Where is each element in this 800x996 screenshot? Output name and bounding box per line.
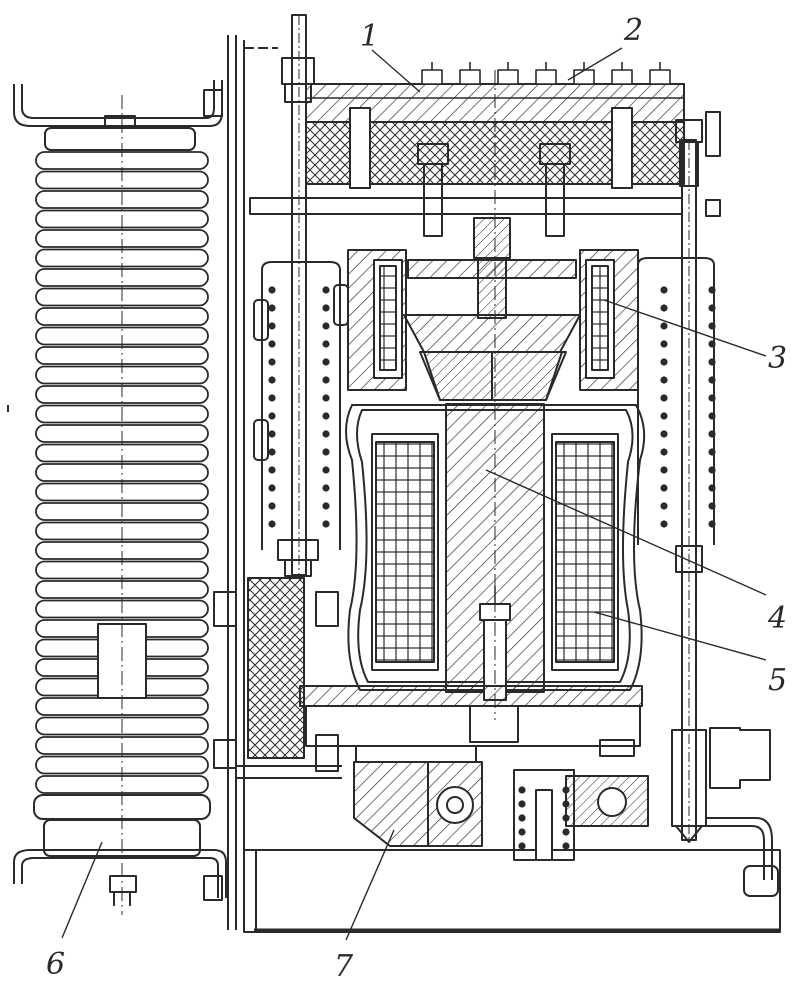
spring-coil-dot (660, 466, 668, 474)
spring-coil-dot (518, 814, 526, 822)
spring-coil-dot (660, 484, 668, 492)
spring-coil-dot (268, 286, 276, 294)
spring-coil-dot (322, 340, 330, 348)
top-bolt-head (573, 69, 595, 85)
spring-coil-dot (268, 502, 276, 510)
left-guide-rod-with-spring (253, 14, 349, 577)
spring-coil-dot (268, 358, 276, 366)
spring-coil-dot (660, 376, 668, 384)
spring-coil-dot (268, 520, 276, 528)
spring-coil-dot (322, 304, 330, 312)
frame-plates (203, 35, 781, 933)
spring-coil-dot (660, 430, 668, 438)
top-bolt-head (421, 69, 443, 85)
callout-7: 7 (334, 949, 354, 984)
spring-coil-dot (322, 484, 330, 492)
spring-coil-dot (322, 448, 330, 456)
spring-coil-dot (322, 430, 330, 438)
spring-coil-dot (518, 800, 526, 808)
spring-coil-dot (708, 322, 716, 330)
spring-coil-dot (660, 322, 668, 330)
spring-coil-dot (660, 520, 668, 528)
callout-5: 5 (768, 663, 788, 698)
spring-coil-dot (518, 828, 526, 836)
top-bolt-head (459, 69, 481, 85)
spring-coil-dot (268, 376, 276, 384)
top-bolt-head (497, 69, 519, 85)
spring-coil-dot (322, 322, 330, 330)
spring-coil-dot (660, 358, 668, 366)
spring-coil-dot (660, 448, 668, 456)
top-bolt-head (535, 69, 557, 85)
spring-coil-dot (708, 430, 716, 438)
spring-coil-dot (268, 448, 276, 456)
latch-mechanism-7 (353, 727, 779, 897)
spring-coil-dot (660, 394, 668, 402)
spring-coil-dot (268, 466, 276, 474)
spring-coil-dot (708, 340, 716, 348)
spring-coil-dot (322, 394, 330, 402)
armature-assembly (347, 143, 639, 401)
spring-coil-dot (660, 412, 668, 420)
top-bolt-head (611, 69, 633, 85)
spring-coil-dot (708, 484, 716, 492)
spring-coil-dot (322, 466, 330, 474)
top-yoke (249, 62, 685, 215)
spring-coil-dot (708, 520, 716, 528)
spring-coil-dot (268, 304, 276, 312)
callout-3: 3 (768, 341, 788, 376)
spring-coil-dot (562, 828, 570, 836)
corrugated-insulator-6 (7, 80, 227, 915)
callout-leader-lines (61, 47, 767, 941)
spring-coil-dot (660, 340, 668, 348)
spring-coil-dot (268, 412, 276, 420)
spring-coil-dot (268, 322, 276, 330)
spring-coil-dot (708, 304, 716, 312)
spring-coil-dot (660, 502, 668, 510)
spring-coil-dot (268, 340, 276, 348)
spring-coil-dot (322, 412, 330, 420)
right-guide-rod-with-spring (637, 111, 721, 843)
spring-coil-dot (322, 358, 330, 366)
spring-coil-dot (708, 394, 716, 402)
callout-6: 6 (46, 947, 66, 982)
spring-coil-dot (268, 394, 276, 402)
callout-2: 2 (624, 13, 644, 48)
spring-coil-dot (708, 412, 716, 420)
spring-coil-dot (268, 484, 276, 492)
spring-coil-dot (708, 358, 716, 366)
spring-coil-dot (518, 842, 526, 850)
spring-coil-dot (562, 842, 570, 850)
spring-coil-dot (708, 466, 716, 474)
top-bolt-head (649, 69, 671, 85)
spring-coil-dot (322, 520, 330, 528)
spring-coil-dot (322, 286, 330, 294)
spring-coil-dot (660, 304, 668, 312)
spring-coil-dot (322, 376, 330, 384)
spring-coil-dot (708, 448, 716, 456)
spring-coil-dot (268, 430, 276, 438)
spring-coil-dot (708, 502, 716, 510)
spring-coil-dot (322, 502, 330, 510)
callout-4: 4 (768, 601, 788, 636)
spring-coil-dot (708, 286, 716, 294)
spring-coil-dot (518, 786, 526, 794)
electromagnet-body (299, 403, 646, 747)
left-lower-block (213, 577, 342, 779)
callout-1: 1 (360, 19, 380, 54)
spring-coil-dot (660, 286, 668, 294)
spring-coil-dot (708, 376, 716, 384)
